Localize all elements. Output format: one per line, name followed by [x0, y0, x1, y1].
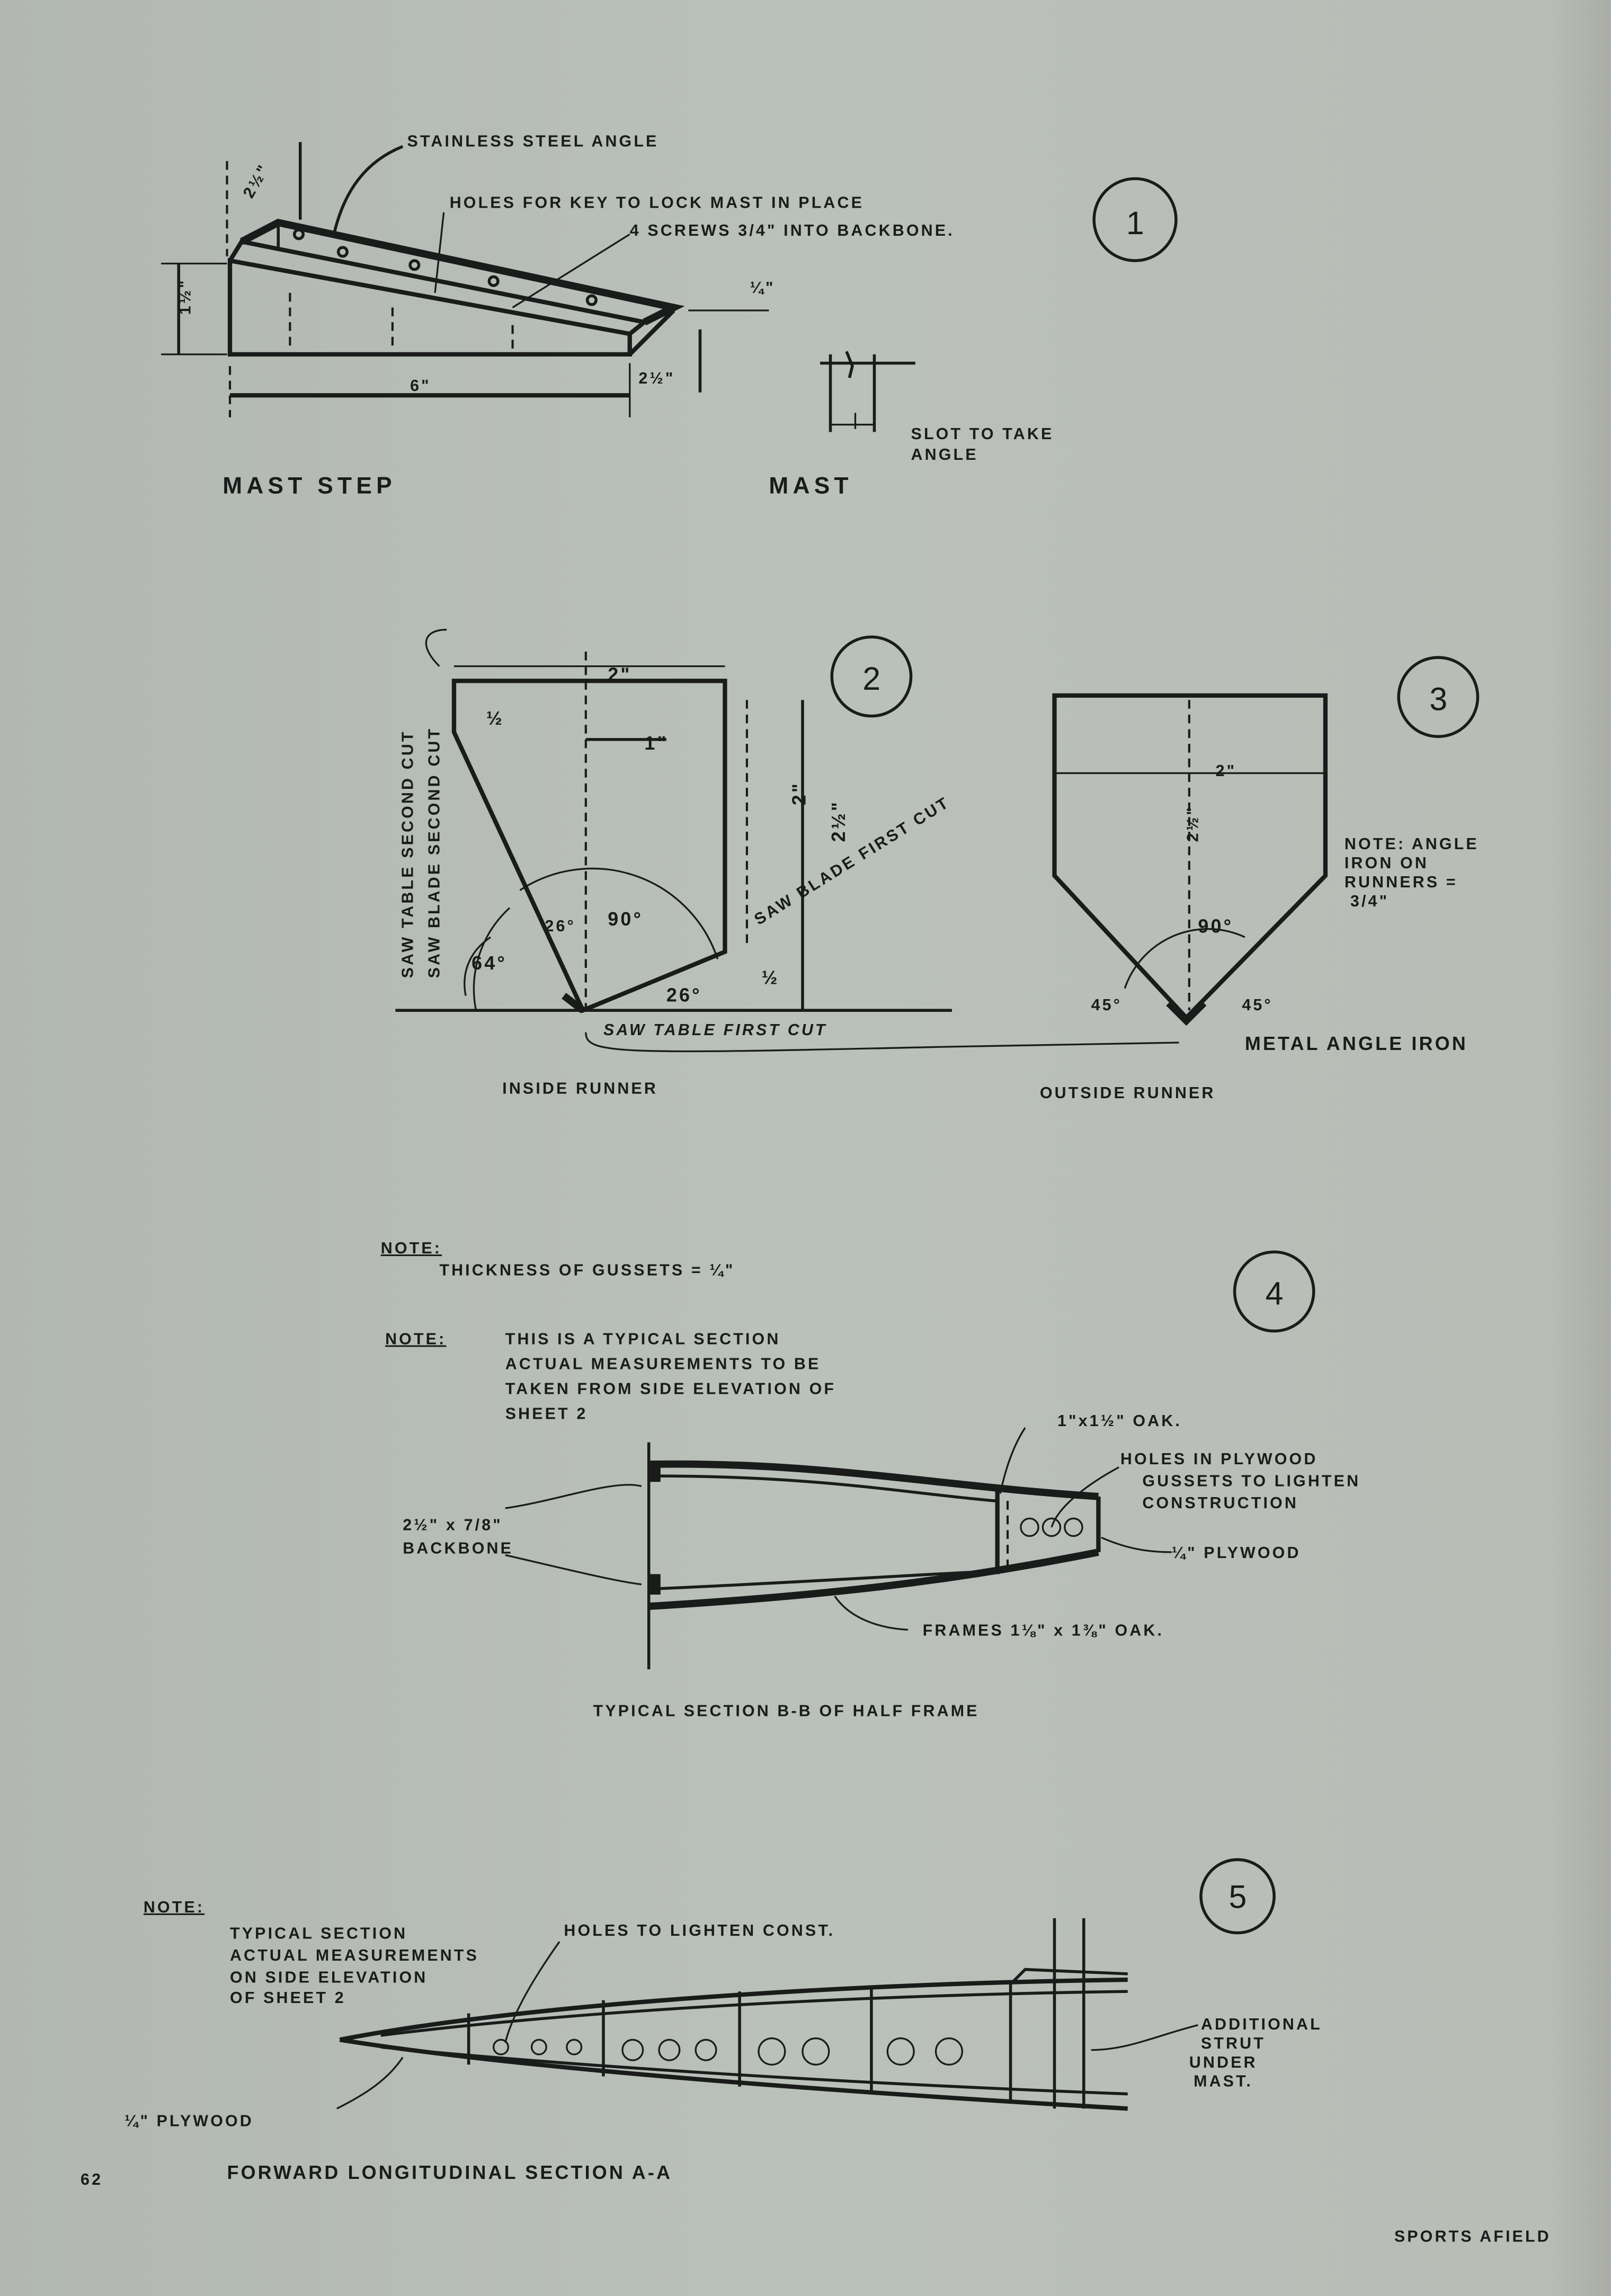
- dimension-label: ½: [486, 707, 504, 729]
- figure-number-circle: [1397, 656, 1480, 738]
- dimension-label: 2½": [239, 161, 273, 201]
- saw-table-first-cut-label: SAW TABLE FIRST CUT: [603, 1021, 827, 1039]
- figure-number-circle: [830, 635, 913, 718]
- gusset-thickness-note: THICKNESS OF GUSSETS = ¼": [439, 1261, 735, 1279]
- note-heading: NOTE:: [385, 1330, 446, 1348]
- dimension-label: 2": [1216, 762, 1237, 780]
- holes-label-line: GUSSETS TO LIGHTEN: [1142, 1472, 1360, 1490]
- dimension-label: 2½": [827, 800, 849, 842]
- slot-label: ANGLE: [911, 446, 978, 464]
- strut-label-line: STRUT: [1201, 2034, 1266, 2052]
- figure-1-mast-step: 1 STAINLESS STEEL: [161, 132, 1178, 499]
- magazine-name: SPORTS AFIELD: [1394, 2228, 1551, 2246]
- frames-label: FRAMES 1⅛" x 1⅜" OAK.: [923, 1621, 1164, 1639]
- angle-label: 45°: [1242, 996, 1272, 1014]
- note-line: ACTUAL MEASUREMENTS TO BE: [505, 1355, 821, 1373]
- angle-label: 90°: [1198, 915, 1233, 937]
- page-number: 62: [81, 2170, 103, 2188]
- dimension-label: 1½": [176, 278, 194, 315]
- mast-drawing: [820, 351, 915, 432]
- holes-to-lighten-label: HOLES TO LIGHTEN CONST.: [564, 1921, 835, 1939]
- figure-3-outside-runner: 3 2" 2½" 90° 45° 45° NOTE: ANGLE IRON ON…: [1040, 656, 1480, 1102]
- note-line: RUNNERS =: [1345, 873, 1458, 891]
- figure-number-circle: [1233, 1250, 1315, 1333]
- figure-5-section-a-a: 5 NOTE: TYPICAL SECTION ACTUAL MEASUREME…: [124, 1858, 1322, 2183]
- backbone-dimension: 2½" x 7/8": [403, 1516, 503, 1534]
- dimension-label: 2": [788, 781, 809, 805]
- angle-label: 64°: [471, 952, 507, 974]
- note-line: 3/4": [1350, 892, 1389, 910]
- backbone-label: BACKBONE: [403, 1539, 513, 1558]
- note-heading: NOTE:: [381, 1239, 442, 1257]
- holes-label-line: CONSTRUCTION: [1142, 1494, 1298, 1512]
- screws-label: 4 SCREWS 3/4" INTO BACKBONE.: [630, 221, 955, 239]
- angle-label: 26°: [545, 917, 575, 935]
- longitudinal-section-drawing: [336, 1918, 1198, 2111]
- outside-runner-caption: OUTSIDE RUNNER: [1040, 1084, 1216, 1102]
- outside-runner-drawing: [1052, 693, 1328, 1026]
- note-line: IRON ON: [1345, 854, 1429, 872]
- mast-step-drawing: [161, 142, 769, 417]
- metal-angle-iron-label: METAL ANGLE IRON: [1245, 1033, 1468, 1054]
- dimension-label: ½: [762, 966, 780, 988]
- dimension-label: 2½": [1183, 805, 1201, 842]
- plywood-label: ¼" PLYWOOD: [1172, 1544, 1301, 1562]
- figure-2-inside-runner: 2 2" 1" ½ 2" 2½" ½ SAW TABLE SECOND CUT …: [395, 628, 1179, 1098]
- saw-table-second-cut-label: SAW TABLE SECOND CUT: [399, 729, 417, 978]
- figure-number: 5: [1229, 1879, 1249, 1915]
- strut-label-line: UNDER: [1189, 2053, 1258, 2071]
- strut-label-line: MAST.: [1194, 2072, 1253, 2090]
- strut-label-line: ADDITIONAL: [1201, 2015, 1322, 2033]
- plywood-label: ¼" PLYWOOD: [124, 2112, 254, 2130]
- note-line: ON SIDE ELEVATION: [230, 1969, 428, 1987]
- dimension-label: 1": [644, 732, 668, 754]
- dimension-label: 2½": [638, 369, 675, 387]
- mast-step-caption: MAST STEP: [222, 473, 396, 499]
- note-line: TAKEN FROM SIDE ELEVATION OF: [505, 1380, 836, 1398]
- note-line: OF SHEET 2: [230, 1989, 346, 2007]
- dimension-label: 2": [608, 663, 631, 685]
- figure-number-circle: [1092, 177, 1178, 262]
- section-a-a-caption: FORWARD LONGITUDINAL SECTION A-A: [227, 2161, 673, 2183]
- holes-label-line: HOLES IN PLYWOOD: [1120, 1450, 1318, 1468]
- saw-blade-second-cut-label: SAW BLADE SECOND CUT: [425, 727, 443, 978]
- oak-frame-label: 1"x1½" OAK.: [1057, 1412, 1182, 1430]
- figure-4-section-b-b: 4 NOTE: THICKNESS OF GUSSETS = ¼" NOTE: …: [381, 1239, 1360, 1720]
- half-frame-drawing: [505, 1427, 1172, 1669]
- figure-number: 1: [1126, 205, 1146, 241]
- angle-label: 45°: [1091, 996, 1122, 1014]
- note-line: NOTE: ANGLE: [1345, 835, 1479, 853]
- mast-caption: MAST: [769, 473, 852, 499]
- note-line: ACTUAL MEASUREMENTS: [230, 1946, 479, 1964]
- slot-label: SLOT TO TAKE: [911, 425, 1054, 443]
- note-heading: NOTE:: [144, 1898, 204, 1916]
- note-line: THIS IS A TYPICAL SECTION: [505, 1330, 781, 1348]
- figure-number: 2: [862, 661, 883, 697]
- note-line: TYPICAL SECTION: [230, 1925, 407, 1943]
- note-line: SHEET 2: [505, 1404, 588, 1422]
- angle-label: 26°: [666, 984, 702, 1006]
- section-b-b-caption: TYPICAL SECTION B-B OF HALF FRAME: [593, 1702, 980, 1720]
- holes-for-key-label: HOLES FOR KEY TO LOCK MAST IN PLACE: [450, 193, 864, 211]
- figure-number-circle: [1199, 1858, 1276, 1935]
- inside-runner-caption: INSIDE RUNNER: [502, 1080, 658, 1098]
- saw-blade-first-cut-label: SAW BLADE FIRST CUT: [751, 793, 953, 929]
- figure-number: 3: [1429, 681, 1449, 717]
- dimension-label: 6": [410, 377, 431, 395]
- stainless-steel-angle-label: STAINLESS STEEL ANGLE: [407, 132, 659, 150]
- dimension-label: ¼": [750, 279, 775, 297]
- angle-label: 90°: [608, 908, 643, 930]
- inside-runner-drawing: [395, 628, 1179, 1053]
- figure-number: 4: [1266, 1276, 1286, 1312]
